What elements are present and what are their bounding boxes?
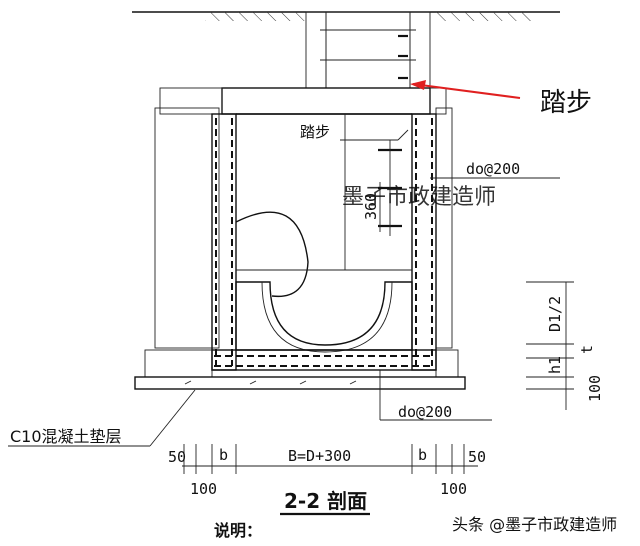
channel-bench [235,281,413,353]
svg-text:b: b [219,446,228,464]
shaft-neck [305,11,431,89]
rebar-bottom-annotation: do@200 [379,370,492,421]
step-spacing-dimension: 360 [362,182,381,232]
svg-text:D1/2: D1/2 [546,296,564,332]
outer-backfill [154,107,453,349]
step-label-inside: 踏步 [300,123,409,141]
rebar-top-annotation: do@200 [430,160,560,179]
bottom-dimension-chain: 50 b 100 B=D+300 b 50 100 [168,444,486,498]
svg-text:100: 100 [440,480,467,498]
svg-text:360: 360 [362,193,380,220]
svg-text:do@200: do@200 [466,160,520,178]
watermark-corner: 头条 @墨子市政建造师 [452,515,617,534]
chamber-walls [211,113,437,371]
right-dimension-chain: D1/2 t h1 100 [526,281,604,410]
c10-cushion [134,376,466,390]
svg-text:100: 100 [190,480,217,498]
svg-text:h1: h1 [546,356,564,374]
section-title: 2-2 剖面 [280,489,370,516]
neck-steps [398,34,408,80]
note-label: 说明： [214,521,262,540]
bottom-slab [144,349,459,378]
chamber-steps [378,140,402,236]
svg-text:100: 100 [586,375,604,402]
step-callout: 踏步 [410,80,592,118]
svg-text:2-2 剖面: 2-2 剖面 [284,489,367,513]
svg-text:50: 50 [168,448,186,466]
cushion-annotation: C10混凝土垫层 [8,389,196,447]
watermark-center: 墨子市政建造师 [342,185,496,210]
svg-text:do@200: do@200 [398,403,452,421]
svg-text:t: t [578,345,596,354]
step-callout-label: 踏步 [540,88,592,118]
svg-text:50: 50 [468,448,486,466]
svg-text:B=D+300: B=D+300 [288,447,351,465]
ground-surface [132,11,560,21]
svg-text:C10混凝土垫层: C10混凝土垫层 [10,427,122,446]
svg-text:踏步: 踏步 [300,123,330,141]
cover-slab [159,87,447,115]
svg-text:b: b [418,446,427,464]
